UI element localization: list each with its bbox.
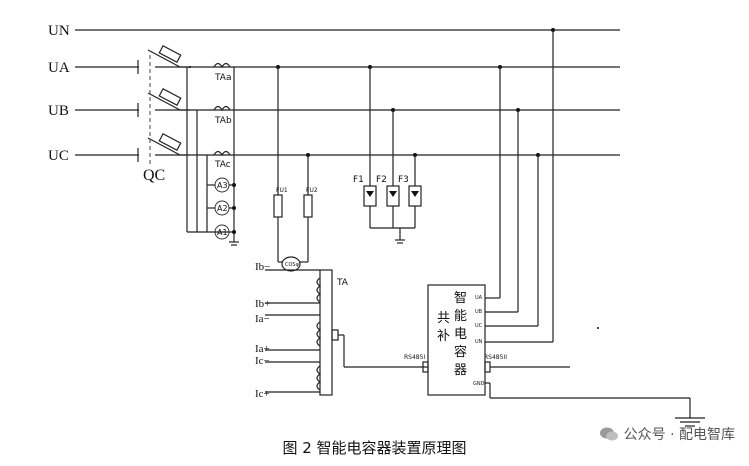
fuse-fu2 (303, 194, 313, 218)
label-a1: A1 (217, 228, 228, 237)
label-taa: TAa (214, 73, 231, 83)
label-f1: F1 (353, 175, 364, 185)
label-tab: TAb (214, 116, 232, 126)
terminal-gnd: GND (473, 381, 485, 387)
cos-phi-meter (281, 256, 301, 272)
figure-caption: 图 2 智能电容器装置原理图 (282, 439, 467, 457)
label-a3: A3 (217, 181, 228, 190)
label-ic-plus: Ic+ (255, 388, 270, 400)
label-f3: F3 (398, 175, 409, 185)
label-ua: UA (48, 60, 70, 76)
surge-arresters (363, 65, 422, 244)
breaker-qc (147, 44, 192, 165)
ammeter-a1 (214, 224, 230, 240)
label-ib-minus: Ib− (255, 261, 270, 273)
label-ub: UB (48, 103, 69, 119)
wechat-icon (599, 427, 618, 441)
label-fu2: FU2 (306, 187, 318, 194)
device-name-char-4: 容 (454, 344, 467, 359)
watermark-text: 公众号 · 配电智库 (623, 427, 735, 443)
fuse-fu1 (273, 194, 283, 218)
label-ta: TA (336, 278, 349, 288)
device-sub-char-2: 补 (437, 328, 450, 343)
ct-block-ta (265, 269, 428, 396)
bus-bars (75, 29, 620, 162)
label-uc: UC (48, 148, 69, 164)
measurement-cts (186, 62, 239, 246)
terminal-uc: UC (475, 323, 483, 329)
rs485-port-left (422, 361, 429, 373)
device-sub-char-1: 共 (437, 310, 450, 325)
label-ib-plus: Ib+ (255, 298, 270, 310)
smart-capacitor-device (422, 28, 705, 427)
label-f2: F2 (376, 175, 387, 185)
device-name-char-3: 电 (454, 326, 467, 341)
label-un: UN (48, 23, 70, 39)
label-ia-minus: Ia− (255, 313, 270, 325)
label-a2: A2 (217, 204, 228, 213)
label-fu1: FU1 (276, 187, 288, 194)
label-qc: QC (143, 167, 165, 184)
label-ia-plus: Ia+ (255, 343, 270, 355)
fuses-and-cos-meter (273, 65, 313, 272)
label-ic-minus: Ic− (255, 355, 270, 367)
label-tac: TAc (214, 160, 231, 170)
label-rs485-2: RS485II (484, 354, 507, 361)
terminal-ua: UA (475, 295, 483, 301)
watermark: 公众号 · 配电智库 (599, 424, 735, 444)
rs485-port-right (484, 361, 491, 373)
device-name-char-1: 智 (454, 290, 467, 305)
terminal-un: UN (475, 339, 483, 345)
label-rs485-1: RS485I (404, 354, 425, 361)
terminal-ub: UB (475, 309, 483, 315)
device-name-char-2: 能 (454, 308, 467, 323)
device-name-char-5: 器 (454, 362, 467, 377)
rs485-port-a (331, 329, 339, 341)
label-cos-meter: COSφ (285, 262, 300, 268)
